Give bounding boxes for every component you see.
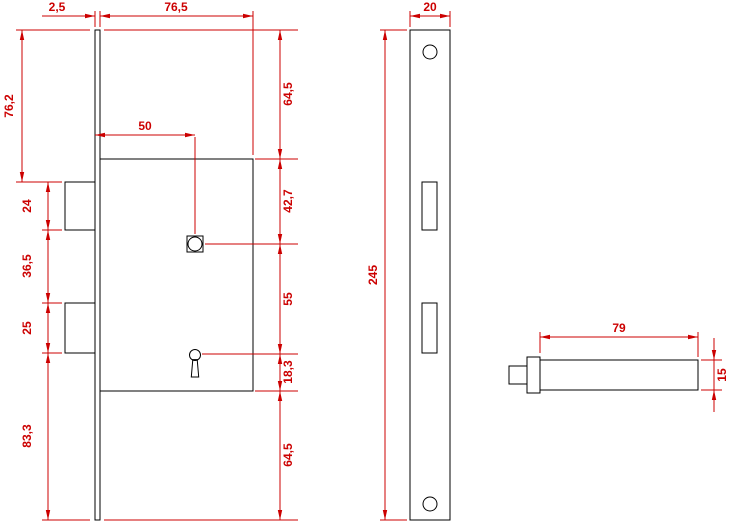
follower-square <box>186 235 204 253</box>
dead-bolt <box>64 302 96 354</box>
dim-label: 25 <box>20 321 34 335</box>
dim-label: 64,5 <box>281 443 295 467</box>
dim-deadbolt-to-plate-end: 83,3 <box>20 353 90 521</box>
dim-latch-to-deadbolt: 36,5 <box>20 230 62 304</box>
dim-follower-to-keyhole: 55 <box>202 244 298 355</box>
keyhole-slot <box>190 359 200 378</box>
dim-plate-width: 20 <box>409 0 451 27</box>
dim-top-to-latch: 76,2 <box>2 29 90 183</box>
dim-label: 36,5 <box>20 254 34 278</box>
dim-bolt-length: 79 <box>539 321 699 357</box>
dim-label: 15 <box>715 368 729 382</box>
dim-label: 20 <box>423 0 437 14</box>
dim-plate-length: 245 <box>366 29 407 521</box>
bolt-collar <box>526 356 541 394</box>
latch-bolt <box>64 181 96 231</box>
bolt-pin <box>508 365 528 385</box>
dim-label: 83,3 <box>20 424 34 448</box>
lock-case <box>99 158 254 392</box>
dim-faceplate-thickness: 2,5 <box>42 0 96 27</box>
faceplate-edge <box>94 29 101 521</box>
dim-label: 18,3 <box>281 360 295 384</box>
dim-case-to-follower: 42,7 <box>205 159 298 245</box>
dim-latch-height: 24 <box>20 182 62 231</box>
latch-cutout <box>421 181 438 231</box>
dim-bolt-height: 15 <box>701 338 729 412</box>
screw-hole-top <box>422 44 438 60</box>
deadbolt-cutout <box>421 302 438 354</box>
screw-hole-bottom <box>422 496 438 512</box>
bolt-body <box>539 359 699 391</box>
dim-label: 79 <box>612 321 626 335</box>
bolt-side-view <box>508 356 699 394</box>
dim-case-bottom-to-plate-end: 64,5 <box>104 391 298 521</box>
dim-label: 64,5 <box>281 82 295 106</box>
dim-label: 2,5 <box>49 0 66 14</box>
dim-label: 76,2 <box>2 94 16 118</box>
dim-deadbolt-height: 25 <box>20 303 62 354</box>
keyhole-circle <box>189 349 201 361</box>
faceplate-outline <box>409 29 451 521</box>
dim-label: 55 <box>281 292 295 306</box>
dim-label: 42,7 <box>281 189 295 213</box>
follower-circle <box>187 236 203 252</box>
dim-label: 76,5 <box>164 0 188 14</box>
dim-label: 245 <box>366 265 380 285</box>
dim-keyhole-to-case-bottom: 18,3 <box>255 354 298 392</box>
dim-label: 50 <box>138 119 152 133</box>
dim-plate-top-to-case: 64,5 <box>104 29 298 160</box>
dim-case-width: 76,5 <box>99 0 254 155</box>
dim-label: 24 <box>20 199 34 213</box>
dim-backset: 50 <box>95 119 196 234</box>
lock-side-view <box>64 29 254 521</box>
faceplate-front-view <box>409 29 451 521</box>
